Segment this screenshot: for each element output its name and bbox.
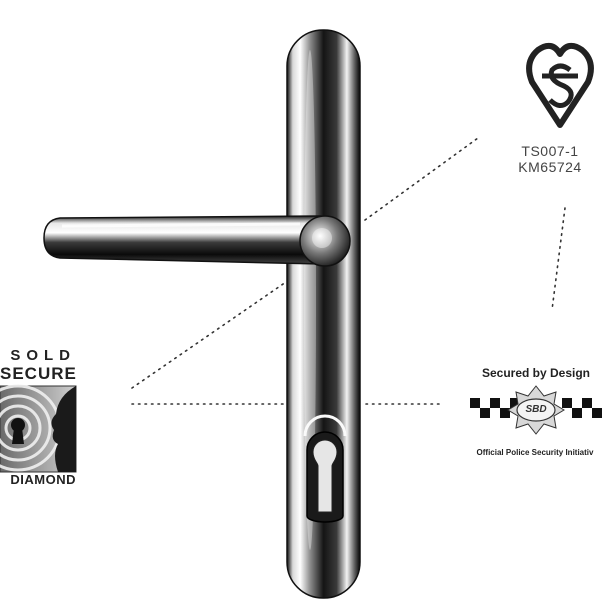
- kitemark-licence: KM65724: [518, 159, 582, 175]
- sbd-title: Secured by Design: [481, 366, 591, 380]
- sbd-checker-strip: [470, 385, 602, 435]
- sold-secure-middle: SECURE: [0, 364, 77, 383]
- kitemark-icon: [526, 42, 594, 128]
- sbd-badge-label: SBD: [525, 404, 547, 415]
- sold-secure-badge: [0, 384, 77, 473]
- leader-lines: [131, 137, 566, 405]
- sold-secure-diamond: DIAMOND: [10, 472, 76, 487]
- kitemark-standard: TS007-1: [521, 143, 579, 159]
- sold-secure-top: SOLD: [10, 347, 76, 364]
- kitemark-text: TS007-1 KM65724: [498, 143, 602, 175]
- leader-kitemark: [364, 137, 479, 221]
- sbd-subtitle: Official Police Security Initiativ: [476, 448, 594, 457]
- lever-handle: [43, 215, 351, 267]
- keyhole-icon: [11, 418, 25, 444]
- cylinder-cutout: [303, 414, 347, 523]
- leader-kitemark-down: [551, 207, 566, 311]
- face-profile-icon: [51, 386, 76, 472]
- sbd-star-badge-icon: [507, 385, 565, 435]
- leader-sold-up: [131, 281, 287, 389]
